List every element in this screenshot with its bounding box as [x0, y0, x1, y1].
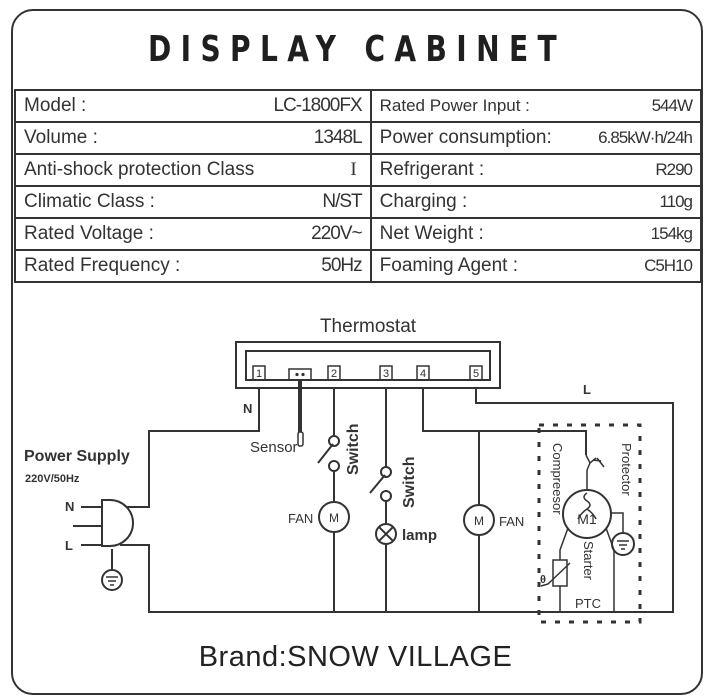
spec-value: LC-1800FX: [273, 95, 362, 116]
table-row: Rated Voltage : 220V~ Net Weight : 154kg: [14, 217, 701, 251]
spec-label: Refrigerant :: [379, 159, 485, 180]
spec-value: 50Hz: [321, 255, 362, 276]
spec-label: Power consumption:: [379, 127, 552, 148]
spec-label: Rated Frequency :: [24, 255, 181, 276]
spec-value: R290: [655, 160, 693, 179]
spec-label: Climatic Class :: [24, 191, 155, 212]
page-title: DISPLAY CABINET: [147, 28, 567, 70]
spec-label: Volume :: [24, 127, 98, 148]
spec-label: Charging :: [379, 191, 468, 212]
spec-value: 110g: [659, 192, 693, 211]
spec-label: Net Weight :: [379, 223, 484, 244]
table-row: Anti-shock protection Class I Refrigerant…: [14, 153, 701, 187]
spec-value: 6.85kW·h/24h: [598, 128, 693, 147]
spec-label: Model :: [24, 95, 87, 116]
spec-label: Rated Voltage :: [24, 223, 154, 244]
table-row: Model : LC-1800FX Rated Power Input : 544W: [14, 89, 701, 123]
spec-value: C5H10: [644, 256, 693, 275]
brand-label: Brand:SNOW VILLAGE: [198, 641, 513, 673]
spec-value: N/ST: [322, 191, 362, 212]
table-row: Volume : 1348L Power consumption: 6.85kW·h…: [14, 121, 701, 155]
spec-value: 544W: [651, 96, 693, 115]
spec-value: I: [350, 159, 356, 180]
spec-label: Foaming Agent :: [379, 255, 519, 276]
spec-label: Rated Power Input :: [379, 96, 530, 115]
spec-value: 1348L: [313, 127, 363, 148]
spec-label: Anti-shock protection Class: [24, 159, 255, 180]
spec-table: Model : LC-1800FX Rated Power Input : 544W…: [14, 89, 701, 283]
label-frame: DISPLAY CABINET Model : LC-1800FX Rated P…: [11, 9, 703, 695]
table-row: Rated Frequency : 50Hz Foaming Agent : C5H…: [14, 249, 701, 283]
spec-value: 154kg: [650, 224, 693, 243]
spec-value: 220V~: [311, 223, 362, 244]
table-row: Climatic Class : N/ST Charging : 110g: [14, 185, 701, 219]
